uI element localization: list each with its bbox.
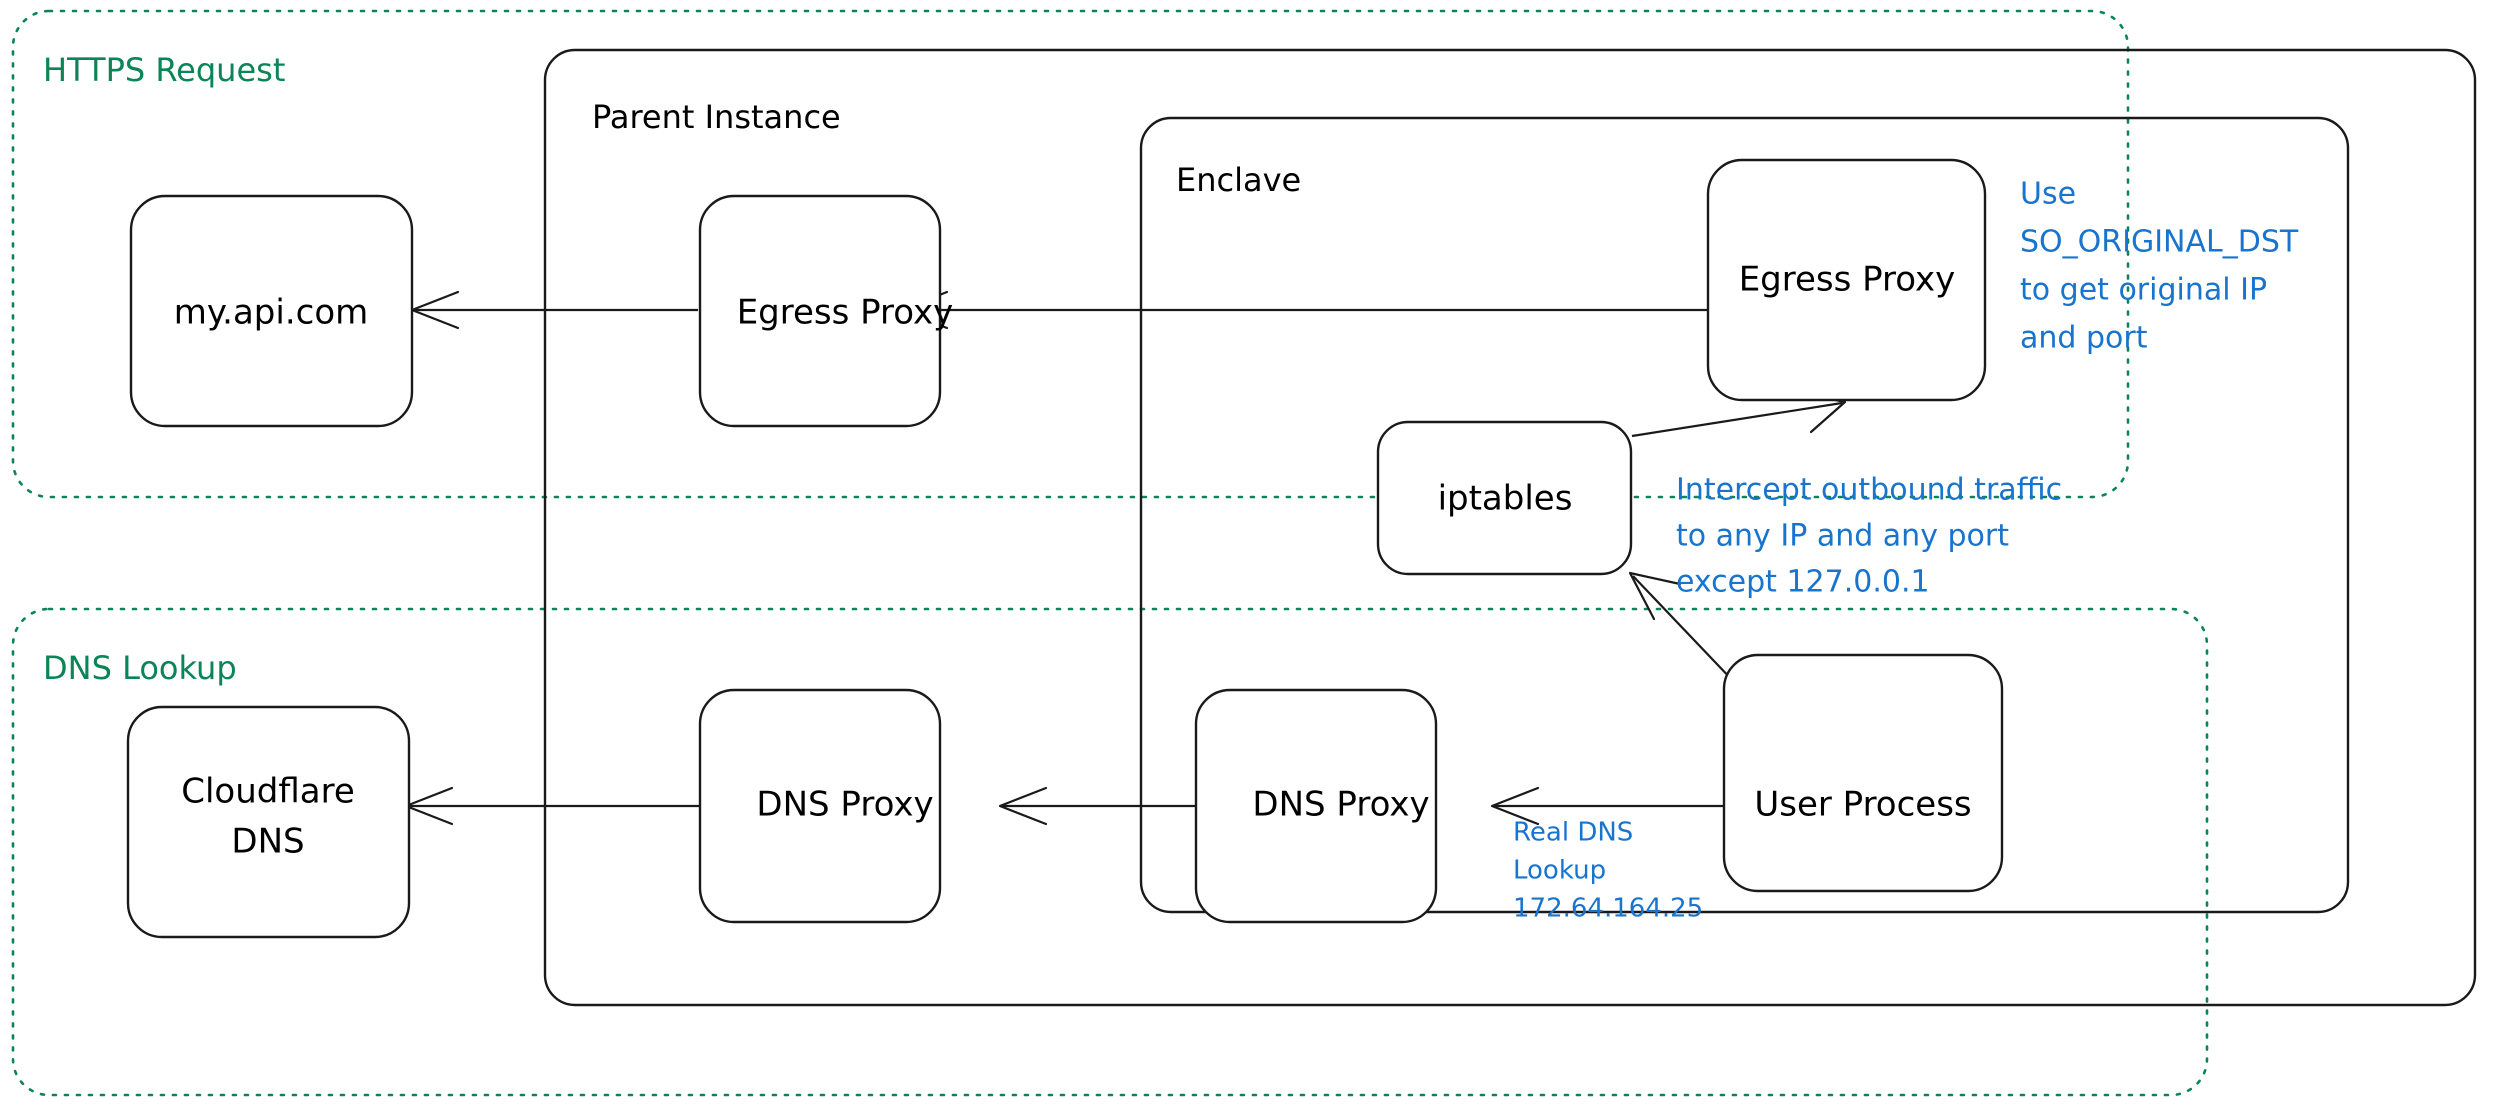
node-user-process[interactable]: User Process — [1722, 653, 2004, 893]
node-parent-dns-proxy[interactable]: DNS Proxy — [698, 688, 942, 924]
node-my-api-com-box[interactable] — [129, 194, 414, 428]
node-cloudflare-dns-label-line2: DNS — [231, 822, 304, 862]
node-parent-egress-proxy-label: Egress Proxy — [737, 293, 954, 333]
edge-user-process-to-enclave-dns-proxy — [1490, 786, 1724, 826]
node-cloudflare-dns[interactable]: Cloudflare DNS — [126, 705, 411, 939]
node-enclave-dns-proxy-label: DNS Proxy — [1252, 785, 1429, 825]
note-real-dns-lookup: Real DNS Lookup 172.64.164.25 — [1513, 818, 1703, 924]
zone-https-request-border — [11, 9, 2130, 499]
node-my-api-com[interactable]: my.api.com — [129, 194, 414, 428]
node-enclave-egress-proxy[interactable]: Egress Proxy — [1706, 158, 1987, 402]
node-iptables-box[interactable] — [1376, 420, 1633, 576]
node-enclave-dns-proxy-box[interactable] — [1194, 688, 1438, 924]
edge-enclave-egress-to-parent-egress — [899, 290, 1708, 330]
note-real-dns-lookup-line-2: Lookup — [1513, 856, 1606, 886]
group-enclave-border — [1139, 116, 2350, 914]
node-parent-dns-proxy-label: DNS Proxy — [756, 785, 933, 825]
node-parent-dns-proxy-box[interactable] — [698, 688, 942, 924]
note-so-original-dst-line-1: Use — [2020, 177, 2076, 212]
zone-dns-lookup-label: DNS Lookup — [43, 649, 237, 687]
zone-dns-lookup-border — [11, 607, 2209, 1097]
edge-parent-egress-to-my-api — [410, 290, 698, 330]
note-real-dns-lookup-line-3: 172.64.164.25 — [1513, 894, 1703, 924]
zone-https-request: HTTPS Request — [11, 9, 2130, 499]
node-cloudflare-dns-label-line1: Cloudflare — [181, 772, 355, 812]
zone-https-request-label: HTTPS Request — [43, 51, 285, 89]
group-enclave: Enclave — [1139, 116, 2350, 914]
note-intercept-outbound-line-3: except 127.0.0.1 — [1676, 565, 1930, 600]
note-so-original-dst-line-2: SO_ORIGINAL_DST — [2020, 225, 2299, 260]
node-cloudflare-dns-box[interactable] — [126, 705, 411, 939]
node-enclave-egress-proxy-box[interactable] — [1706, 158, 1987, 402]
note-real-dns-lookup-line-1: Real DNS — [1513, 818, 1633, 848]
group-parent-instance-label: Parent Instance — [592, 98, 841, 136]
zone-dns-lookup: DNS Lookup — [11, 607, 2209, 1097]
node-parent-egress-proxy[interactable]: Egress Proxy — [698, 194, 954, 428]
edge-parent-dns-proxy-to-cloudflare-dns — [404, 786, 700, 826]
node-user-process-label: User Process — [1754, 785, 1971, 825]
note-intercept-outbound-line-2: to any IP and any port — [1676, 519, 2009, 554]
group-enclave-label: Enclave — [1176, 161, 1301, 199]
node-my-api-com-label: my.api.com — [174, 293, 369, 333]
node-enclave-egress-proxy-label: Egress Proxy — [1739, 260, 1956, 300]
group-parent-instance-border — [543, 48, 2477, 1007]
node-iptables-label: iptables — [1438, 479, 1573, 519]
note-intercept-outbound: Intercept outbound traffic to any IP and… — [1676, 473, 2062, 600]
note-intercept-outbound-line-1: Intercept outbound traffic — [1676, 473, 2062, 508]
node-iptables[interactable]: iptables — [1376, 420, 1633, 576]
node-user-process-box[interactable] — [1722, 653, 2004, 893]
note-so-original-dst-line-4: and port — [2020, 321, 2148, 356]
note-so-original-dst: Use SO_ORIGINAL_DST to get original IP a… — [2020, 177, 2299, 356]
note-so-original-dst-line-3: to get original IP — [2020, 273, 2267, 308]
group-parent-instance: Parent Instance — [543, 48, 2477, 1007]
node-parent-egress-proxy-box[interactable] — [698, 194, 942, 428]
node-enclave-dns-proxy[interactable]: DNS Proxy — [1194, 688, 1438, 924]
